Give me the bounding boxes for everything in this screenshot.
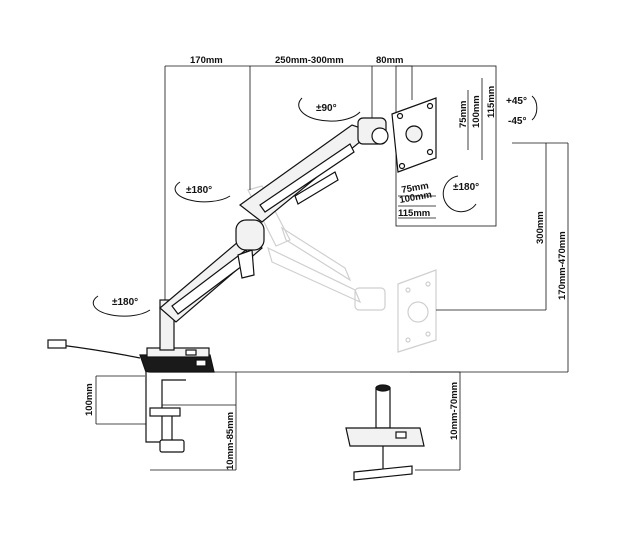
rotation-swivel: ±90° [316,103,337,114]
dim-vesa-100-vertical: 100mm [471,95,482,128]
dim-height-adjust: 300mm [535,211,546,244]
rotation-tilt-up: +45° [506,96,527,107]
rotation-elbow-lower: ±180° [112,297,138,308]
rotate-arrow-icon [92,295,151,317]
grommet-mount [345,384,425,481]
dim-clamp-range: 10mm-85mm [225,412,236,470]
rotate-arrow-icon [174,181,231,203]
rotation-tilt-down: -45° [508,116,526,127]
rotation-screen: ±180° [453,182,479,193]
rotation-elbow-upper: ±180° [186,185,212,196]
tilt-arrow-icon [531,95,538,121]
rotation-icons [92,95,538,317]
dim-base-height: 100mm [84,383,95,416]
monitor-arm [47,97,437,453]
rotate-arrow-icon [442,175,477,213]
dim-grommet-range: 10mm-70mm [449,382,460,440]
dim-vesa-115-horizontal: 115mm [398,208,430,219]
ghost-arm-position [247,185,437,353]
dim-arm-lower: 170mm [190,55,223,66]
dim-vesa-75-horizontal: 75mm [401,180,430,196]
dim-tilt-head: 80mm [376,55,403,66]
dim-arm-upper: 250mm-300mm [275,55,344,66]
dim-height-range: 170mm-470mm [557,231,568,300]
dim-vesa-115-vertical: 115mm [486,86,497,118]
dim-vesa-75-vertical: 75mm [458,101,469,128]
rotate-arrow-icon [298,97,361,122]
